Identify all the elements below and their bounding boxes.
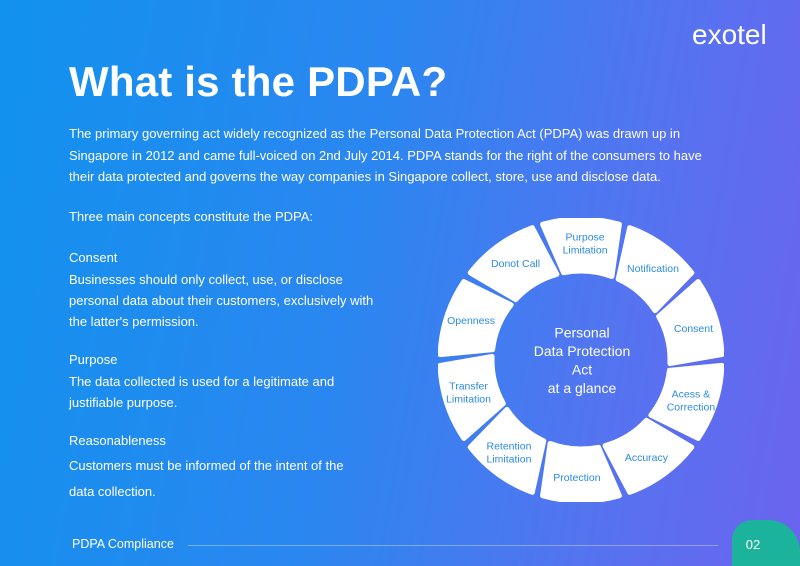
concept-heading-reasonableness: Reasonableness — [69, 433, 166, 448]
wheel-segment — [615, 225, 695, 314]
concepts-lead: Three main concepts constitute the PDPA: — [69, 209, 313, 224]
wheel-segment-label: Consent — [674, 323, 713, 335]
concept-body-reasonableness: Customers must be informed of the intent… — [69, 458, 344, 499]
page-number: 02 — [745, 537, 761, 552]
wheel-segment-label: Accuracy — [625, 452, 669, 464]
wheel-segment — [467, 225, 560, 303]
logo-text: exotel — [692, 19, 767, 50]
footer-divider — [188, 545, 718, 546]
wheel-segment — [602, 417, 695, 495]
intro-line: Singapore in 2012 and came full-voiced o… — [69, 147, 702, 163]
intro-line: their data protected and governs the way… — [69, 169, 661, 184]
wheel-segment — [648, 362, 724, 441]
concept-heading-consent: Consent — [69, 250, 118, 265]
concept-body-consent: Businesses should only collect, use, or … — [69, 272, 374, 329]
wheel-segment-label: Openness — [447, 315, 495, 327]
intro-line: The primary governing act widely recogni… — [69, 126, 681, 141]
wheel-segment-label: Donot Call — [491, 258, 540, 270]
wheel-segment — [438, 353, 506, 441]
page-title: What is the PDPA? — [69, 58, 448, 105]
intro-paragraph: The primary governing act widely recogni… — [69, 123, 709, 188]
exotel-logo: exotel — [692, 19, 767, 50]
wheel-segment-label: Notification — [627, 263, 679, 275]
wheel-segment — [438, 279, 514, 358]
wheel-segment — [467, 406, 547, 495]
concept-heading-purpose: Purpose — [69, 352, 118, 367]
page-number-tab: 02 — [732, 520, 800, 566]
wheel-segment — [540, 440, 622, 502]
wheel-segment-label: Protection — [553, 472, 600, 484]
wheel-segment — [656, 279, 724, 367]
wheel-segment-label: Acess &Correction — [667, 389, 716, 414]
wheel-segment — [540, 218, 622, 280]
concept-body-purpose: The data collected is used for a legitim… — [69, 374, 335, 410]
footer-label: PDPA Compliance — [72, 537, 174, 551]
